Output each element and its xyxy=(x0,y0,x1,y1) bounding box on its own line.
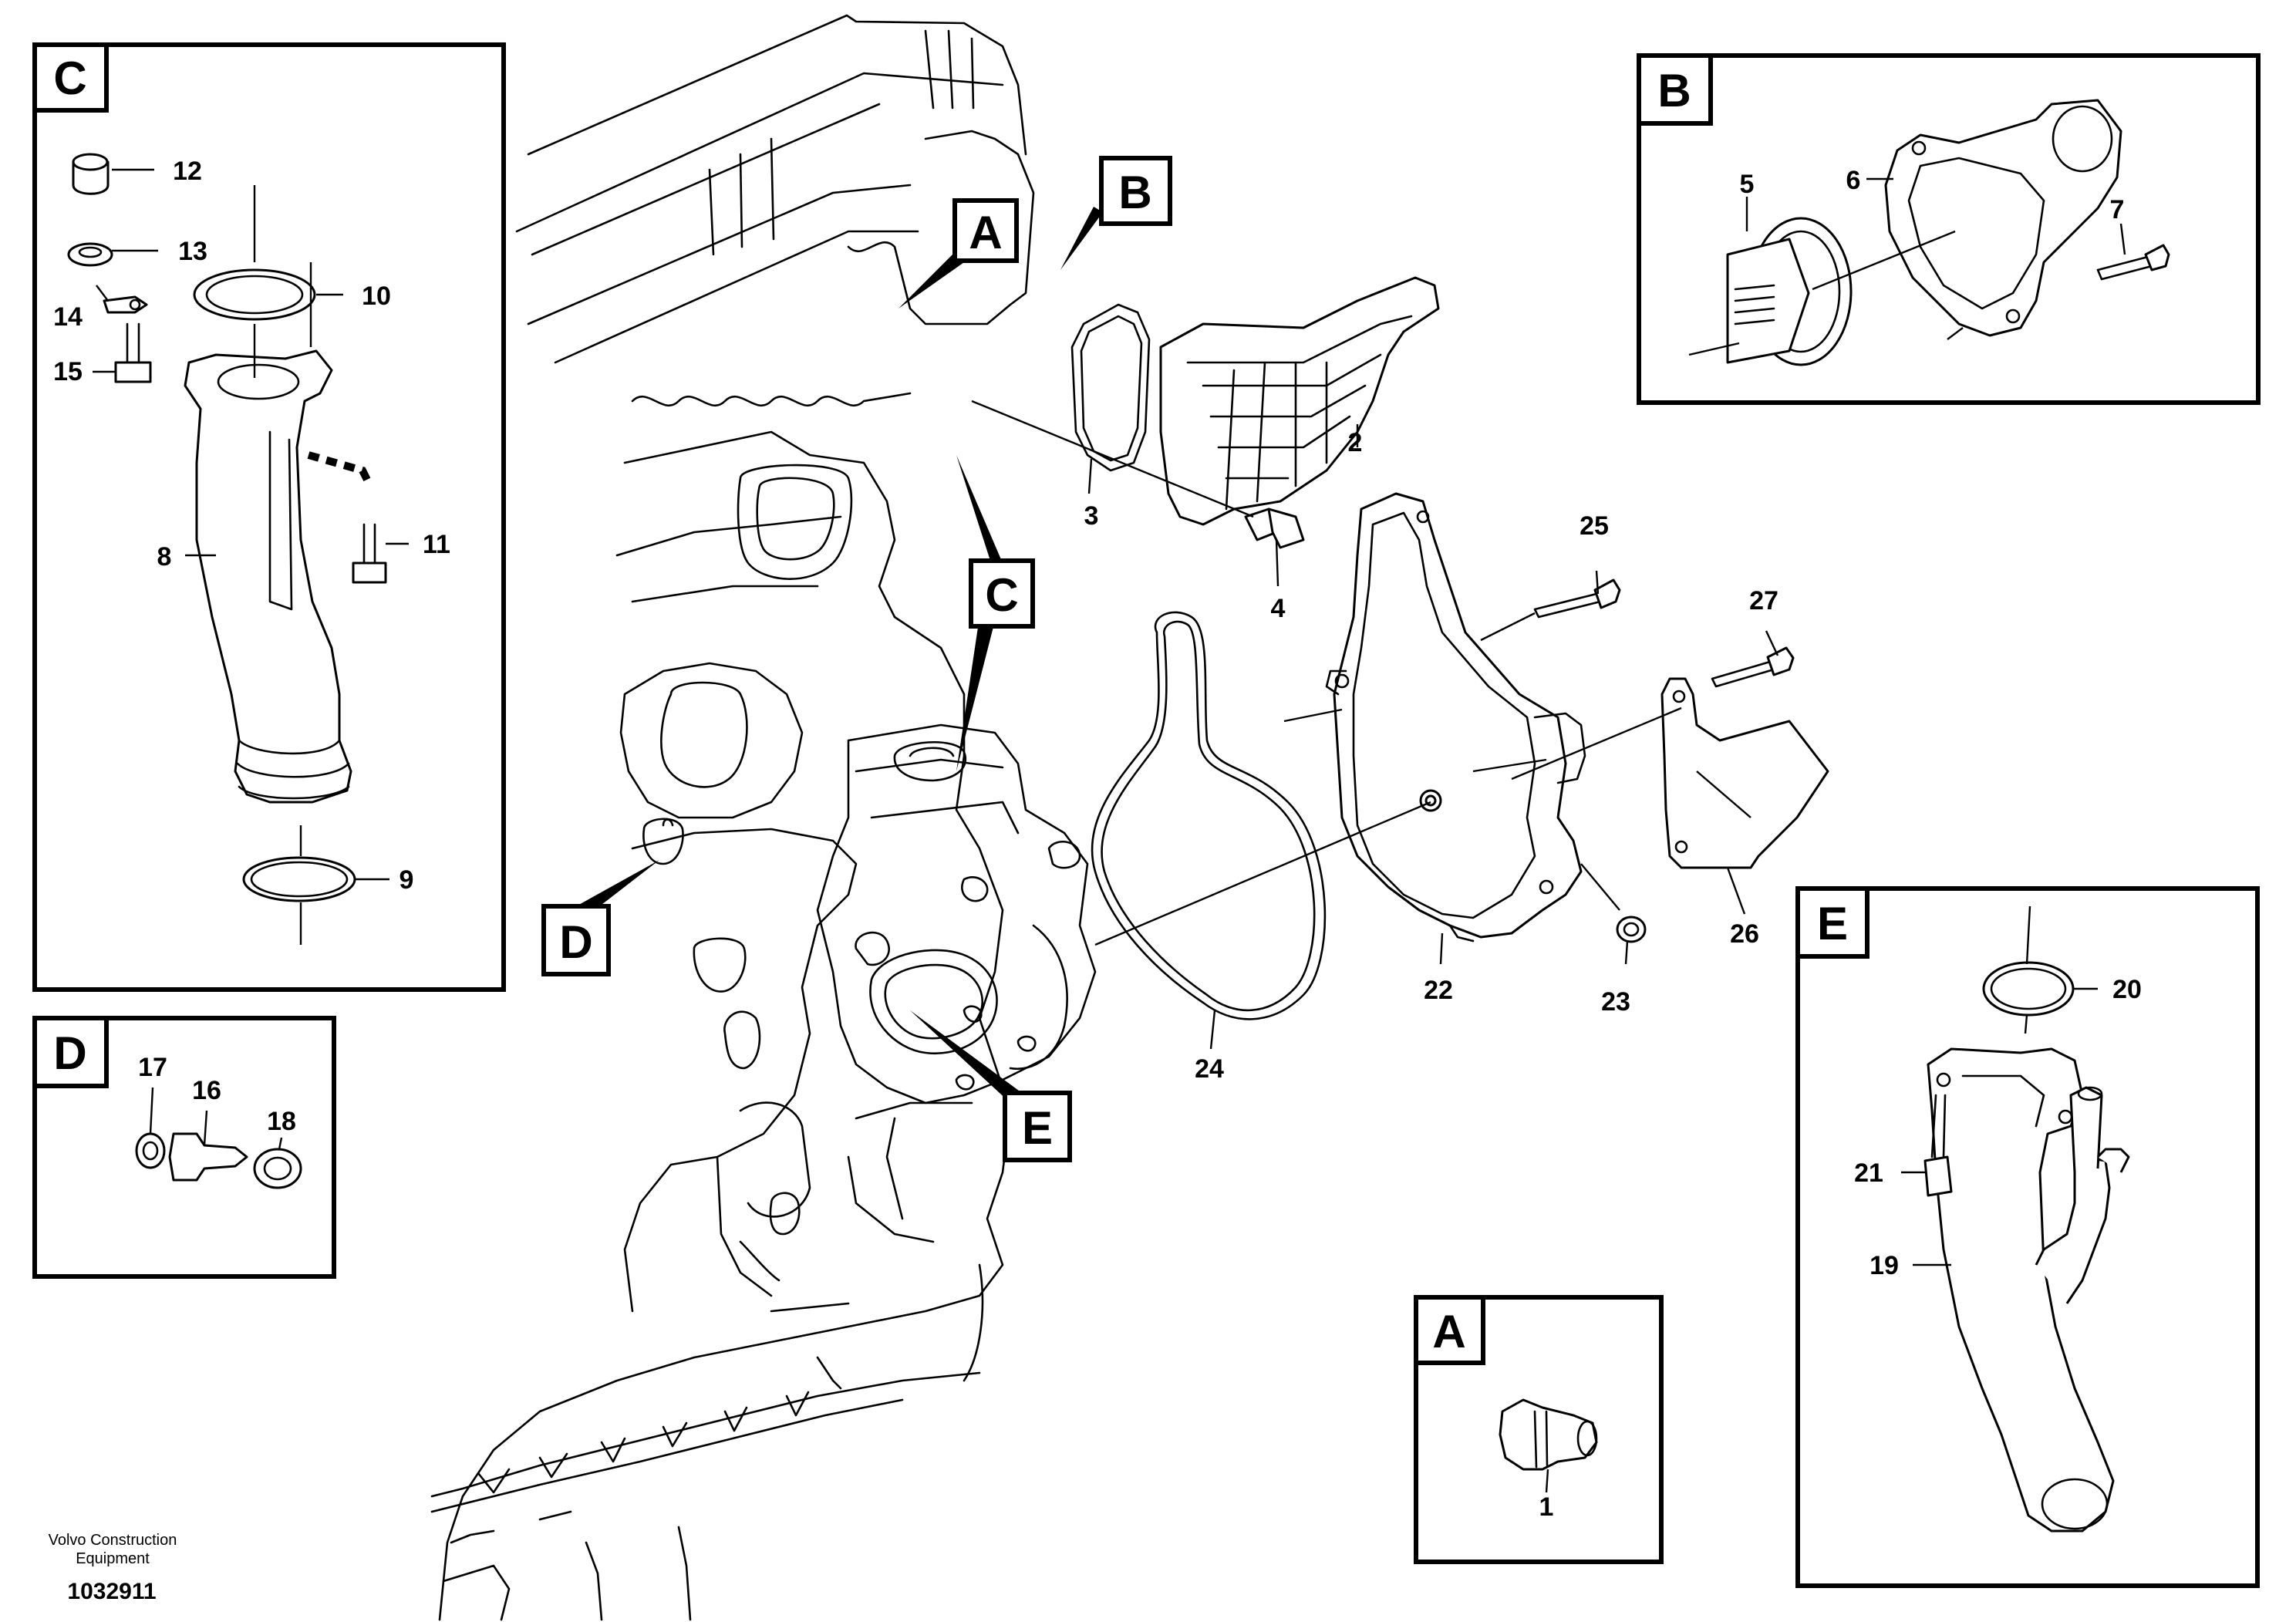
part-label-6: 6 xyxy=(1846,166,1861,195)
part-label-7: 7 xyxy=(2110,195,2125,224)
part-label-21: 21 xyxy=(1854,1158,1883,1188)
engine-block-drawing xyxy=(430,14,1097,1621)
tag-b-main: B xyxy=(1099,156,1172,226)
part-label-9: 9 xyxy=(400,865,414,895)
part-label-2: 2 xyxy=(1348,428,1363,457)
part-label-25: 25 xyxy=(1580,511,1609,541)
part-label-16: 16 xyxy=(192,1076,221,1105)
part-3-gasket xyxy=(1070,303,1151,472)
detail-c-parts xyxy=(67,153,409,945)
tag-d-main: D xyxy=(541,904,611,976)
part-label-4: 4 xyxy=(1271,594,1286,623)
tag-c-main: C xyxy=(969,558,1035,629)
part-label-1: 1 xyxy=(1539,1492,1554,1522)
brand-line-1: Volvo Construction xyxy=(49,1532,177,1549)
part-number-labels: 1 2 3 4 5 6 7 8 9 10 11 12 13 14 15 16 1… xyxy=(53,157,2142,1522)
part-label-26: 26 xyxy=(1730,919,1759,949)
svg-text:C: C xyxy=(985,569,1018,621)
part-23-plug xyxy=(1616,916,1647,943)
part-label-23: 23 xyxy=(1601,987,1630,1017)
svg-text:E: E xyxy=(1817,898,1848,949)
tag-a-frame: A xyxy=(1414,1295,1485,1365)
tag-pointers xyxy=(576,207,1103,1103)
part-label-19: 19 xyxy=(1870,1251,1899,1280)
drawing-number: 1032911 xyxy=(67,1579,156,1604)
part-label-15: 15 xyxy=(53,357,83,386)
part-2-bracket xyxy=(1159,276,1440,526)
svg-text:E: E xyxy=(1022,1102,1053,1154)
footer: Volvo Construction Equipment 1032911 xyxy=(49,1532,177,1604)
svg-text:B: B xyxy=(1657,65,1691,116)
part-label-14: 14 xyxy=(53,302,83,332)
svg-text:A: A xyxy=(969,207,1002,258)
part-label-10: 10 xyxy=(362,282,391,311)
part-27-bolt xyxy=(1711,646,1795,688)
part-label-27: 27 xyxy=(1749,586,1778,615)
tag-a-main: A xyxy=(952,198,1019,263)
svg-text:C: C xyxy=(53,52,86,104)
part-25-bolt xyxy=(1533,578,1621,619)
part-24-pump-gasket xyxy=(1091,611,1327,1020)
part-label-3: 3 xyxy=(1084,501,1099,531)
part-4-bolt xyxy=(1244,508,1305,549)
part-label-24: 24 xyxy=(1195,1054,1224,1084)
part-label-17: 17 xyxy=(138,1053,167,1082)
svg-text:D: D xyxy=(53,1027,86,1079)
detail-d-parts xyxy=(135,1087,302,1189)
part-label-12: 12 xyxy=(173,157,202,186)
detail-a-parts xyxy=(1499,1398,1598,1493)
svg-text:A: A xyxy=(1432,1306,1465,1357)
tag-e-frame: E xyxy=(1795,886,1870,959)
part-label-20: 20 xyxy=(2112,975,2142,1004)
svg-text:B: B xyxy=(1118,167,1151,218)
part-22-water-pump xyxy=(1325,492,1586,943)
part-label-13: 13 xyxy=(178,237,207,266)
detail-e-parts xyxy=(1901,905,2130,1533)
detail-b-parts xyxy=(1688,99,2170,366)
tag-d-frame: D xyxy=(32,1016,109,1088)
part-label-11: 11 xyxy=(423,530,450,559)
tag-c-frame: C xyxy=(32,42,109,113)
part-label-18: 18 xyxy=(267,1107,296,1136)
part-label-22: 22 xyxy=(1424,976,1453,1005)
part-label-8: 8 xyxy=(157,542,172,572)
leader-lines-main xyxy=(971,400,1779,1050)
part-label-5: 5 xyxy=(1740,170,1755,199)
part-26-shield xyxy=(1660,677,1829,869)
brand-line-2: Equipment xyxy=(76,1550,150,1567)
tag-b-frame: B xyxy=(1637,53,1713,126)
tag-e-main: E xyxy=(1003,1091,1072,1162)
svg-text:D: D xyxy=(559,916,592,968)
